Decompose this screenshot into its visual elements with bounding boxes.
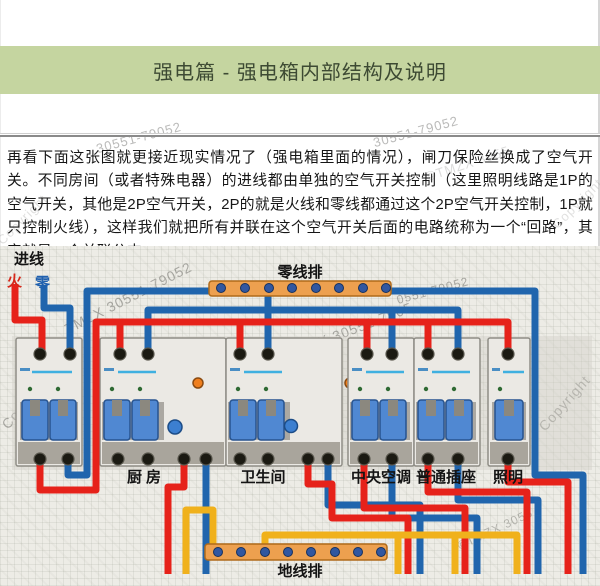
bottom-terminals <box>33 452 515 466</box>
top-terminals <box>33 347 515 361</box>
neutral-bar-label: 零线排 <box>276 263 322 281</box>
page-title: 强电篇 - 强电箱内部结构及说明 <box>153 61 447 84</box>
breaker-label-outlets: 普通插座 <box>416 468 476 486</box>
breaker-label-kitchen: 厨房 <box>127 468 165 486</box>
wiring-diagram: Copyright © TMZX 30551-79052 © TMZX 3055… <box>0 246 600 586</box>
ground-wires <box>182 506 521 574</box>
header-title-band: 强电篇 - 强电箱内部结构及说明 <box>0 46 600 94</box>
breaker-main <box>15 337 83 467</box>
ground-bar <box>204 543 388 561</box>
section-divider <box>0 133 600 137</box>
indicator-dot <box>192 377 204 389</box>
breaker-label-bathroom: 卫生间 <box>240 468 285 486</box>
neutral-label: 零 <box>34 275 51 292</box>
wiring-diagram-svg: Copyright © TMZX 30551-79052 © TMZX 3055… <box>0 250 593 580</box>
ground-bar-label: 地线排 <box>277 562 322 580</box>
breaker-label-lighting: 照明 <box>493 469 523 486</box>
breaker-lighting <box>487 337 531 467</box>
live-wires <box>11 284 572 574</box>
watermark-text: 30551-79052 <box>371 112 461 151</box>
test-button <box>167 419 183 435</box>
neutral-bar <box>208 280 392 297</box>
breaker-ac <box>347 337 415 467</box>
breaker-label-ac: 中央空调 <box>351 468 411 486</box>
live-label: 火 <box>7 273 23 290</box>
incoming-label: 进线 <box>14 250 44 268</box>
breaker-bathroom <box>225 337 343 467</box>
test-button <box>283 418 299 434</box>
intro-paragraph: 再看下面这张图就更接近现实情况了（强电箱里面的情况），闸刀保险丝换成了空气开关。… <box>7 150 593 260</box>
